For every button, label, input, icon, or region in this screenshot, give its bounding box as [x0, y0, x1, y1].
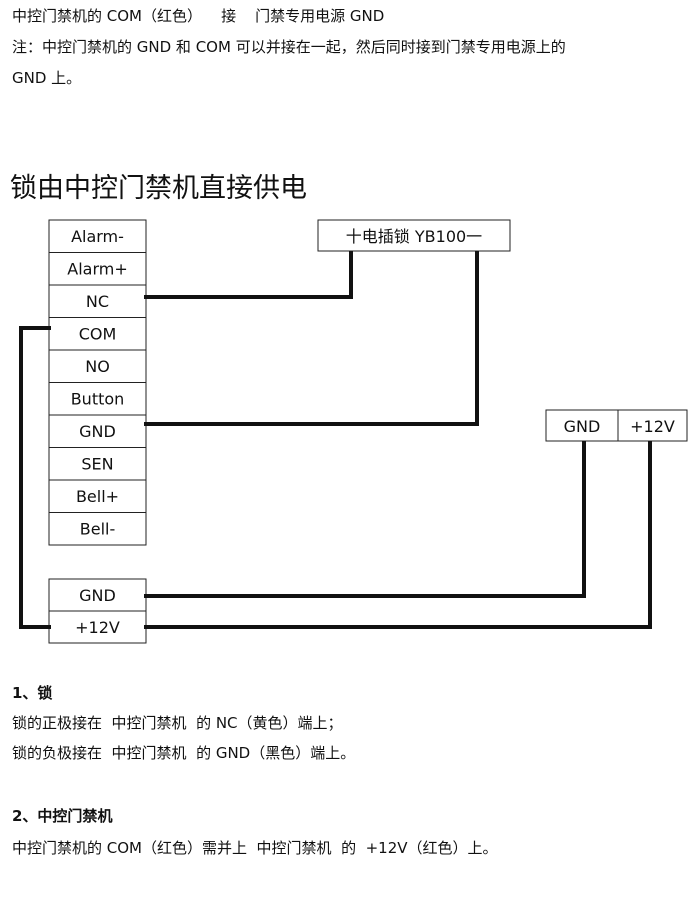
wire-gnd-to-lock-negative: [144, 251, 479, 426]
electric-lock-box: 十电插锁 YB100一: [317, 219, 511, 252]
intro-line-1: 中控门禁机的 COM（红色） 接 门禁专用电源 GND: [12, 7, 385, 25]
power-gnd-label: GND: [564, 417, 601, 436]
power-supply-box: GND +12V: [545, 409, 688, 442]
section-2-line-1: 中控门禁机的 COM（红色）需并上 中控门禁机 的 +12V（红色）上。: [12, 839, 498, 857]
lock-label: 十电插锁 YB100一: [346, 227, 482, 246]
controller-terminal-block: Alarm- Alarm+ NC COM NO Button GND SEN B…: [48, 219, 147, 546]
lower-terminal-12v: +12V: [75, 618, 120, 637]
terminal-alarm-plus: Alarm+: [67, 260, 127, 279]
section-1-title: 1、锁: [12, 684, 53, 702]
wire-nc-to-lock-positive: [144, 251, 353, 299]
lower-terminal-block: GND +12V: [48, 578, 147, 644]
terminal-bell-plus: Bell+: [76, 487, 119, 506]
terminal-no: NO: [85, 357, 110, 376]
lower-terminal-gnd: GND: [79, 586, 116, 605]
terminal-nc: NC: [86, 292, 109, 311]
wire-com-to-lower-12v: [19, 326, 51, 629]
intro-line-3: GND 上。: [12, 69, 82, 87]
diagram-title: 锁由中控门禁机直接供电: [10, 173, 307, 204]
power-12v-label: +12V: [630, 417, 675, 436]
terminal-button: Button: [71, 390, 125, 409]
terminal-gnd: GND: [79, 422, 116, 441]
terminal-sen: SEN: [81, 455, 113, 474]
terminal-com: COM: [79, 325, 117, 344]
terminal-alarm-minus: Alarm-: [71, 227, 124, 246]
intro-line-2: 注：中控门禁机的 GND 和 COM 可以并接在一起，然后同时接到门禁专用电源上…: [12, 38, 566, 56]
wire-lower-gnd-to-power-gnd: [144, 441, 586, 598]
wire-lower-12v-to-power-12v: [144, 441, 652, 629]
section-1-line-2: 锁的负极接在 中控门禁机 的 GND（黑色）端上。: [12, 744, 356, 762]
section-1-line-1: 锁的正极接在 中控门禁机 的 NC（黄色）端上；: [12, 714, 343, 732]
section-2-title: 2、中控门禁机: [12, 807, 113, 825]
terminal-bell-minus: Bell-: [80, 520, 115, 539]
